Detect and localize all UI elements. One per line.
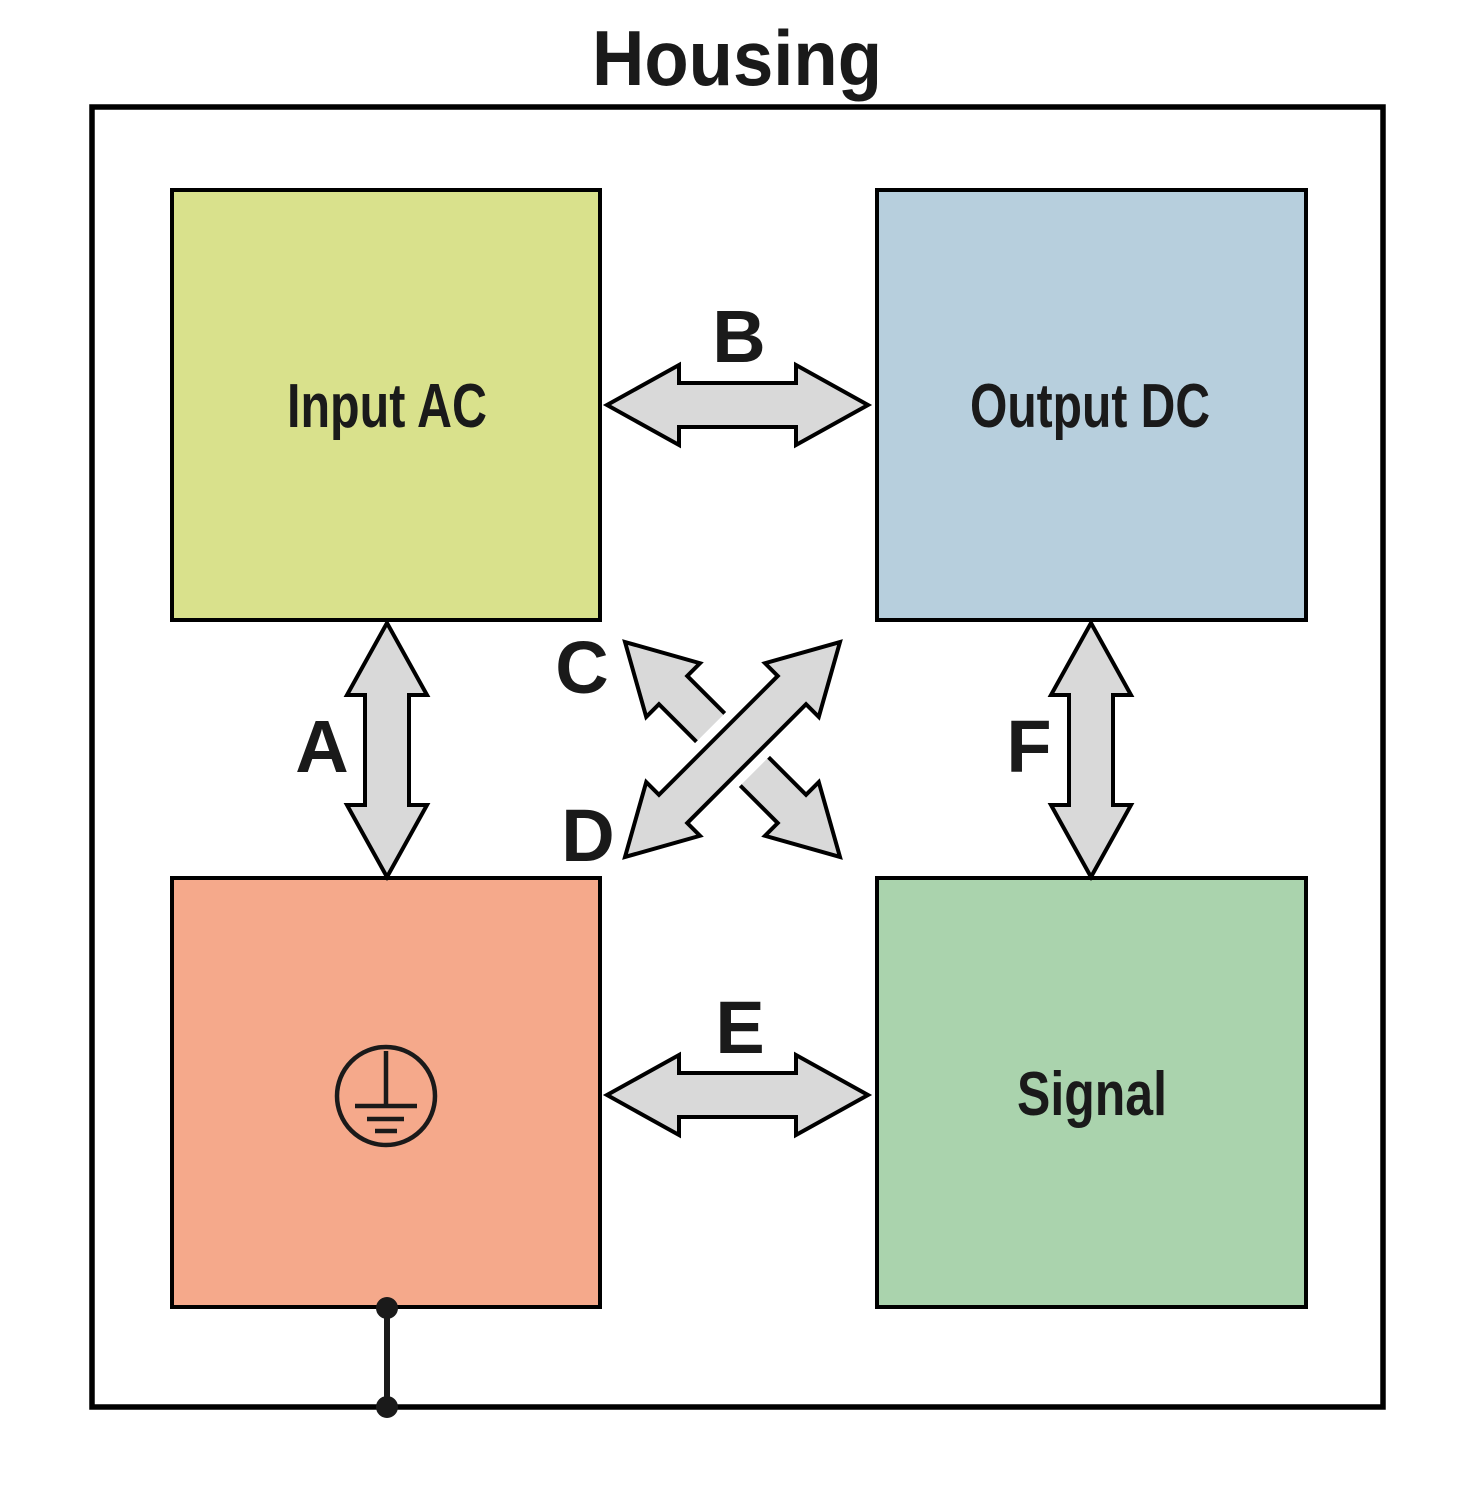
- arrow-a-label: A: [295, 705, 348, 788]
- earth-connection-dot-bottom: [376, 1396, 398, 1418]
- earth-circle: [334, 1044, 438, 1148]
- arrow-d: [622, 639, 843, 860]
- output-dc-label: Output DC: [970, 372, 1210, 441]
- signal-box: [875, 876, 1308, 1309]
- protective-earth-icon: [334, 1044, 438, 1148]
- arrow-f-label: F: [1006, 705, 1051, 788]
- arrow-c-label: C: [555, 626, 608, 709]
- signal-label: Signal: [1017, 1060, 1167, 1129]
- arrow-a: [343, 618, 431, 882]
- input-ac-box: [170, 188, 602, 622]
- arrow-b: [602, 361, 873, 449]
- output-dc-box: [875, 188, 1308, 622]
- arrow-b-label: B: [712, 295, 765, 378]
- arrow-e: [602, 1051, 873, 1139]
- input-ac-label: Input AC: [287, 372, 487, 441]
- arrow-f: [1047, 618, 1135, 882]
- arrow-d-label: D: [561, 794, 614, 877]
- diagram-title: Housing: [592, 14, 882, 102]
- arrow-e-label: E: [715, 986, 764, 1069]
- earth-connection-dot-top: [376, 1297, 398, 1319]
